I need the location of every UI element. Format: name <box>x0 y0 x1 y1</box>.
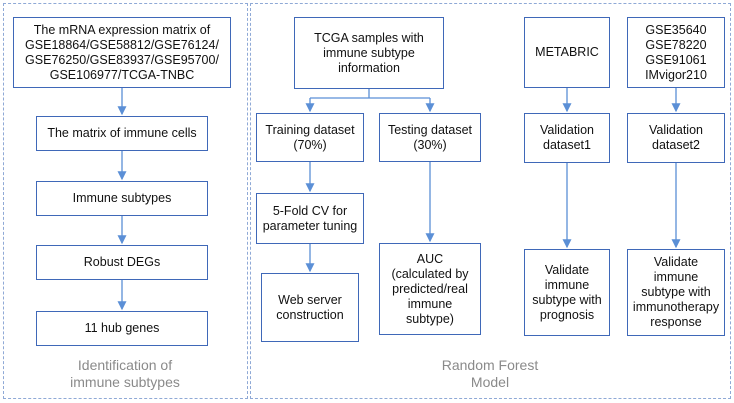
training-dataset-box: Training dataset (70%) <box>256 113 364 162</box>
hub-genes-box: 11 hub genes <box>36 311 208 346</box>
right-panel-title: Random Forest Model <box>441 357 539 390</box>
right-panel <box>250 3 731 399</box>
web-server-box: Web server construction <box>261 273 359 342</box>
gse-list-box: GSE35640 GSE78220 GSE91061 IMvigor210 <box>627 17 725 88</box>
validation-dataset2-box: Validation dataset2 <box>627 113 725 163</box>
left-panel-title: Identification of immune subtypes <box>70 357 180 390</box>
tcga-samples-box: TCGA samples with immune subtype informa… <box>294 17 444 89</box>
testing-dataset-box: Testing dataset (30%) <box>379 113 481 162</box>
immune-subtypes-box: Immune subtypes <box>36 181 208 216</box>
left-panel <box>3 3 248 399</box>
immune-cells-box: The matrix of immune cells <box>36 116 208 151</box>
cv-tuning-box: 5-Fold CV for parameter tuning <box>256 193 364 244</box>
validate-prognosis-box: Validate immune subtype with prognosis <box>524 249 610 336</box>
validate-immunotherapy-box: Validate immune subtype with immunothera… <box>627 249 725 336</box>
metabric-box: METABRIC <box>524 17 610 88</box>
mrna-matrix-box: The mRNA expression matrix of GSE18864/G… <box>13 17 231 88</box>
robust-degs-box: Robust DEGs <box>36 245 208 280</box>
validation-dataset1-box: Validation dataset1 <box>524 113 610 163</box>
auc-box: AUC (calculated by predicted/real immune… <box>379 243 481 335</box>
